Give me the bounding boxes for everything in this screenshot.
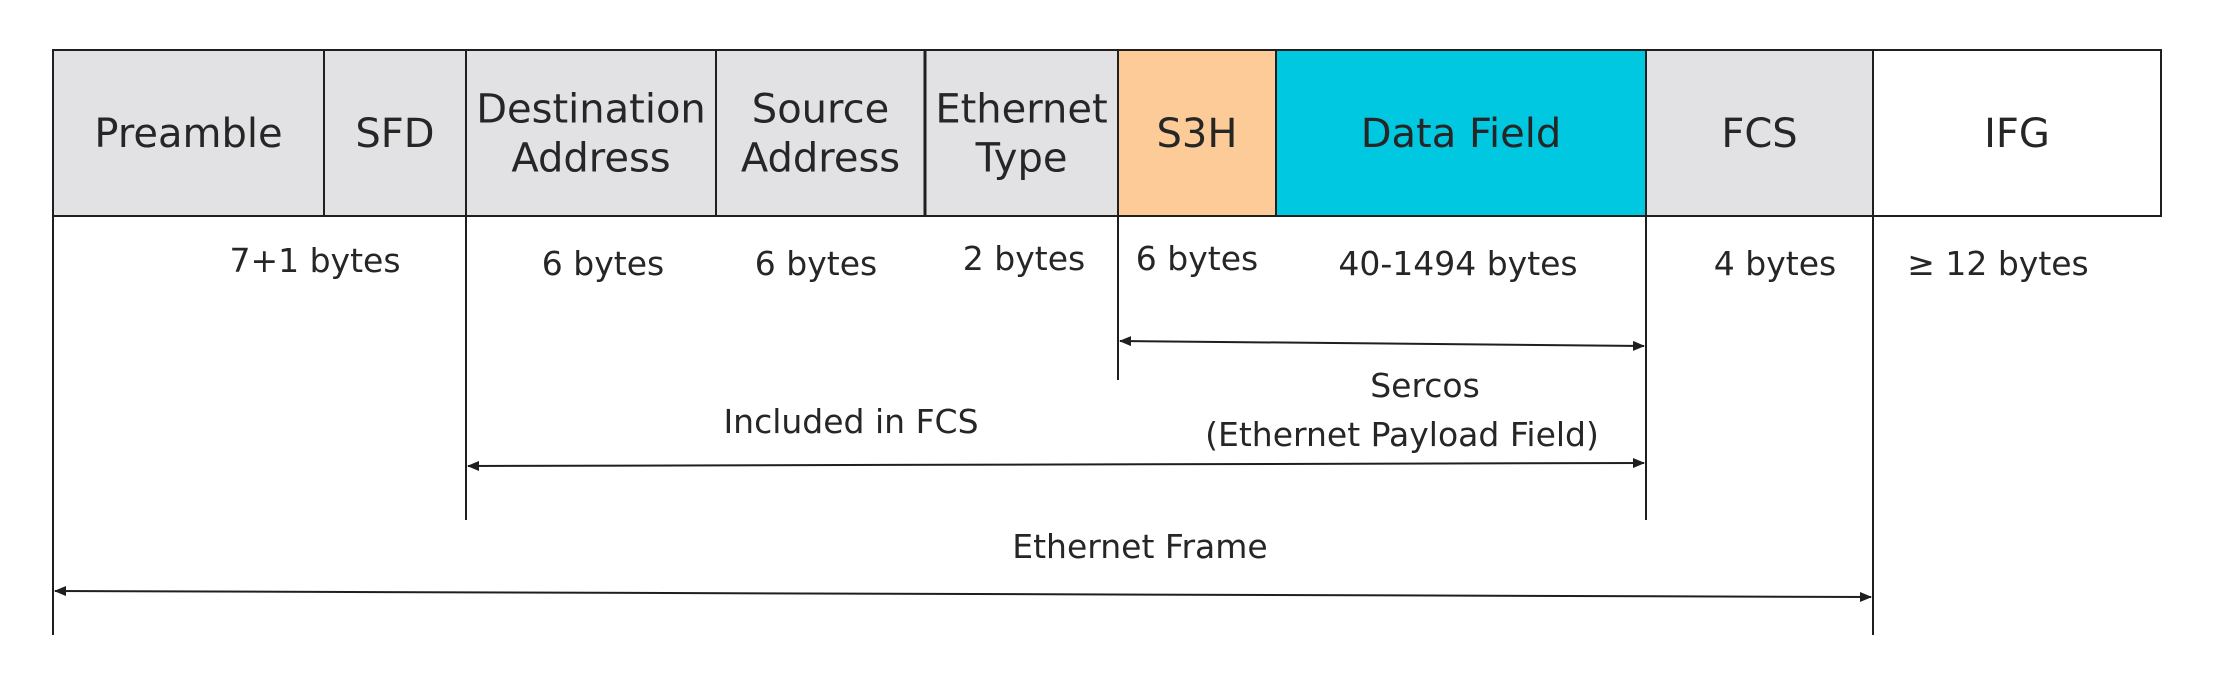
size-label-ethernet-type: 2 bytes (963, 239, 1085, 278)
sercos-span: Sercos (Ethernet Payload Field) (1119, 336, 1645, 454)
field-label-preamble: Preamble (94, 111, 282, 157)
size-label-fcs: 4 bytes (1714, 244, 1836, 283)
sercos-label: Sercos (1370, 366, 1480, 405)
field-box-ethernet-type (924, 49, 1119, 217)
field-label-source-address-line-2: Address (741, 136, 900, 182)
field-label-s3h: S3H (1157, 111, 1238, 157)
field-sfd: SFD (323, 49, 467, 217)
field-label-source-address-line-1: Source (752, 87, 889, 133)
field-ifg: IFG (1872, 49, 2162, 217)
field-box-sfd (323, 49, 467, 217)
included-in-fcs-span: Included in FCS (467, 402, 1645, 471)
field-box-s3h (1117, 49, 1277, 217)
field-box-fcs (1645, 49, 1874, 217)
field-label-sfd: SFD (355, 111, 434, 157)
field-label-destination-address-line-1: Destination (476, 87, 706, 133)
included-in-fcs-arrow (467, 458, 1645, 471)
size-label-destination-address: 6 bytes (542, 244, 664, 283)
sercos-arrow (1119, 336, 1645, 351)
field-label-data-field: Data Field (1361, 111, 1562, 157)
field-box-destination-address (465, 49, 717, 217)
ethernet-frame-span: Ethernet Frame (54, 527, 1872, 602)
extension-lines (52, 216, 1874, 635)
field-box-source-address (715, 49, 926, 217)
field-label-ethernet-type-line-1: Ethernet (935, 87, 1107, 133)
field-s3h: S3H (1117, 49, 1277, 217)
byte-sizes-row: 7+1 bytes 6 bytes 6 bytes 2 bytes 6 byte… (229, 239, 2088, 283)
included-in-fcs-label: Included in FCS (723, 402, 978, 441)
size-label-source-address: 6 bytes (755, 244, 877, 283)
ethernet-frame-label: Ethernet Frame (1012, 527, 1267, 566)
sercos-sublabel: (Ethernet Payload Field) (1205, 415, 1599, 454)
field-label-destination-address-line-2: Address (511, 136, 670, 182)
field-box-data-field (1275, 49, 1647, 217)
size-label-s3h: 6 bytes (1136, 239, 1258, 278)
size-label-ifg: ≥ 12 bytes (1907, 244, 2089, 283)
ethernet-frame-arrow (54, 586, 1872, 602)
size-label-preamble-sfd: 7+1 bytes (229, 241, 400, 280)
field-box-ifg (1872, 49, 2162, 217)
field-label-ifg: IFG (1984, 111, 2050, 157)
field-data-field: Data Field (1275, 49, 1647, 217)
size-label-data-field: 40-1494 bytes (1338, 244, 1577, 283)
field-label-fcs: FCS (1721, 111, 1797, 157)
field-box-preamble (52, 49, 325, 217)
field-fcs: FCS (1645, 49, 1874, 217)
field-preamble: Preamble (52, 49, 325, 217)
field-label-ethernet-type-line-2: Type (975, 136, 1068, 182)
